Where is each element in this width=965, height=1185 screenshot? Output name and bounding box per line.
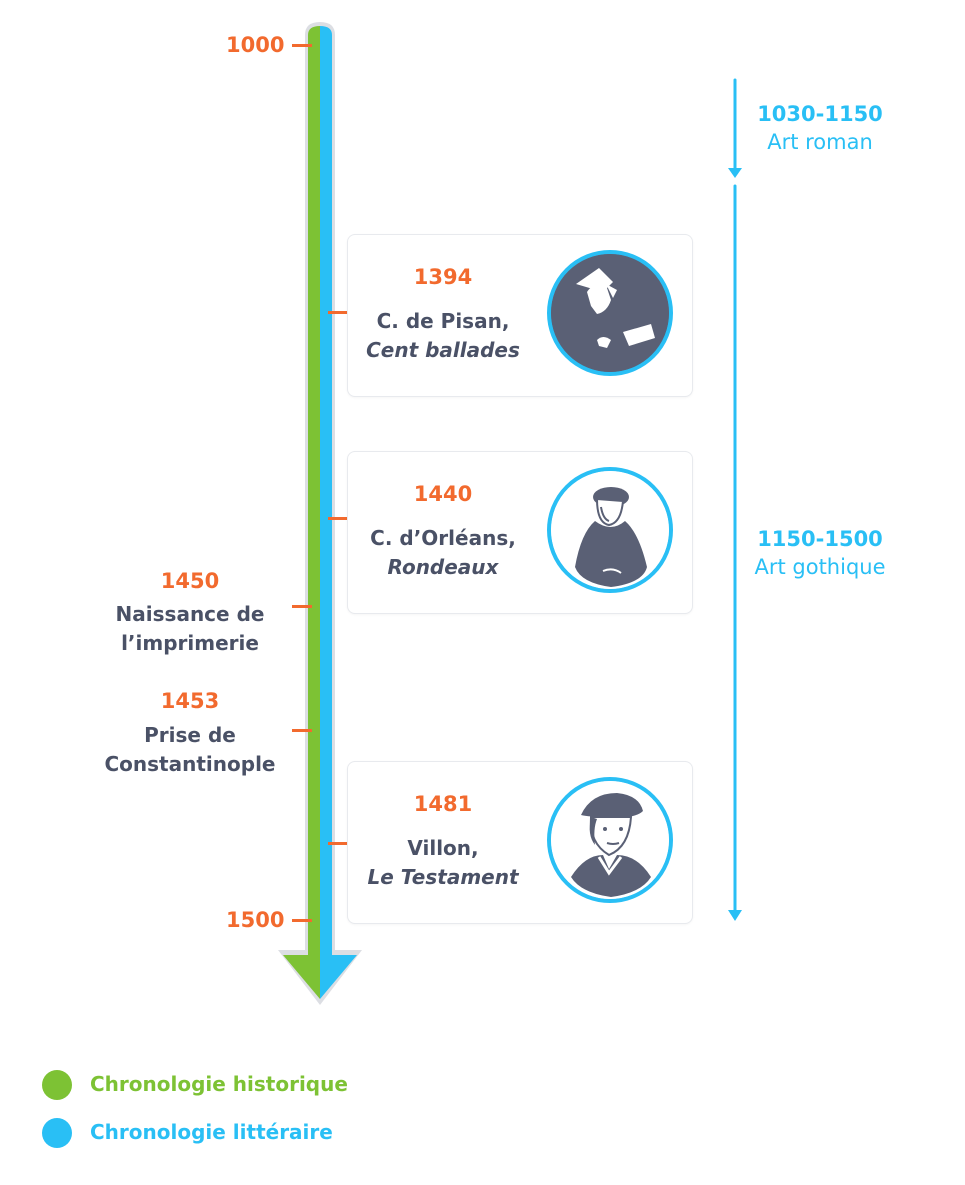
end-year-label: 1500 [226,908,285,932]
legend-historical-dot [42,1070,72,1100]
period-name: Art roman [767,130,873,154]
card-year: 1440 [413,482,473,506]
card-author: C. de Pisan, [376,309,510,333]
tick-1394 [328,311,348,314]
legend-literary-dot [42,1118,72,1148]
event-year: 1453 [160,689,220,713]
card-author: Villon, [407,836,479,860]
period-name: Art gothique [754,555,886,579]
historical-track [283,26,320,999]
card-year: 1481 [413,792,473,816]
card-year: 1394 [413,265,473,289]
timeline-arrow [278,22,362,1005]
event-label-line: Naissance de [115,602,265,626]
period-years: 1030-1150 [757,102,883,126]
woman-hennin-portrait-icon [547,250,673,376]
tick-1000 [292,44,312,47]
card-text: C. de Pisan, Cent ballades [348,307,538,365]
tick-1481 [328,842,348,845]
period-arrow-roman [728,78,742,178]
card-text: C. d’Orléans, Rondeaux [348,524,538,582]
card-author: C. d’Orléans, [370,526,516,550]
period-label: 1150-1500 Art gothique [740,525,900,581]
legend-historical-label: Chronologie historique [90,1072,348,1096]
card-work: Cent ballades [366,338,520,362]
event-label-line: l’imprimerie [121,631,259,655]
literary-card: 1440 C. d’Orléans, Rondeaux [347,451,693,614]
start-year-label: 1000 [226,33,285,57]
literary-track [320,26,357,999]
event-year: 1450 [160,569,220,593]
literary-card: 1481 Villon, Le Testament [347,761,693,924]
event-label: Prise de Constantinople [90,721,290,779]
card-work: Le Testament [367,865,519,889]
event-label: Naissance de l’imprimerie [90,600,290,658]
event-label-line: Constantinople [104,752,276,776]
legend-literary-label: Chronologie littéraire [90,1120,333,1144]
period-label: 1030-1150 Art roman [740,100,900,156]
card-text: Villon, Le Testament [348,834,538,892]
event-label-line: Prise de [144,723,236,747]
tick-1440 [328,517,348,520]
period-arrow-gothic [728,184,742,921]
tick-1453 [292,729,312,732]
poet-beret-portrait-icon [547,777,673,903]
literary-card: 1394 C. de Pisan, Cent ballades [347,234,693,397]
nobleman-chaperon-portrait-icon [547,467,673,593]
card-work: Rondeaux [387,555,499,579]
tick-1500 [292,919,312,922]
period-years: 1150-1500 [757,527,883,551]
tick-1450 [292,605,312,608]
